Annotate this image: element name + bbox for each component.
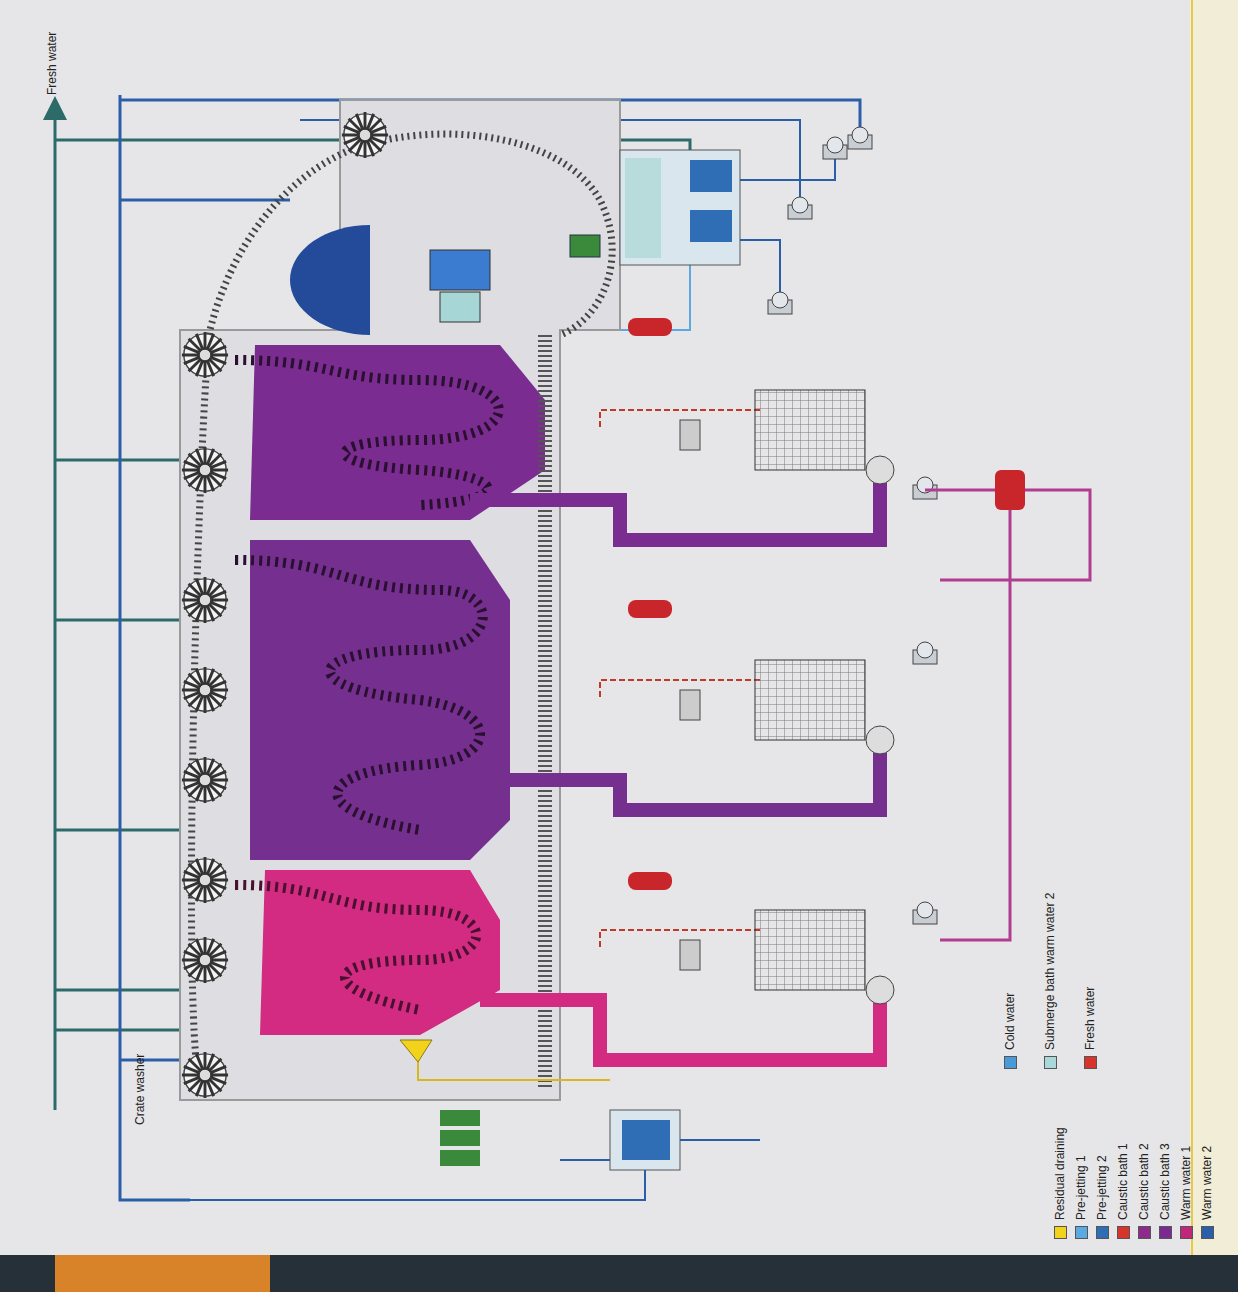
legend-swatch — [1138, 1226, 1151, 1239]
legend-swatch — [1096, 1226, 1109, 1239]
legend-text: Submerge bath warm water 2 — [1043, 893, 1057, 1050]
legend-swatch — [1180, 1226, 1193, 1239]
legend-text: Warm water 2 — [1200, 1146, 1214, 1220]
legend-swatch — [1054, 1226, 1067, 1239]
legend-swatch — [1044, 1056, 1057, 1069]
legend-swatch — [1159, 1226, 1172, 1239]
legend-swatch — [1117, 1226, 1130, 1239]
legend-text: Fresh water — [1083, 987, 1097, 1050]
legend-text: Caustic bath 3 — [1158, 1143, 1172, 1220]
legend-text: Pre-jetting 2 — [1095, 1155, 1109, 1220]
part-label: Fresh water — [45, 32, 59, 95]
legend-swatch — [1084, 1056, 1097, 1069]
legend-text: Residual draining — [1053, 1127, 1067, 1220]
legend-text: Pre-jetting 1 — [1074, 1155, 1088, 1220]
legend-text: Caustic bath 2 — [1137, 1143, 1151, 1220]
legend-text: Warm water 1 — [1179, 1146, 1193, 1220]
legend-text: Caustic bath 1 — [1116, 1143, 1130, 1220]
legend-text: Cold water — [1003, 993, 1017, 1050]
legend-swatch — [1075, 1226, 1088, 1239]
part-label: Crate washer — [133, 1054, 147, 1125]
legend-swatch — [1201, 1226, 1214, 1239]
legend-swatch — [1004, 1056, 1017, 1069]
